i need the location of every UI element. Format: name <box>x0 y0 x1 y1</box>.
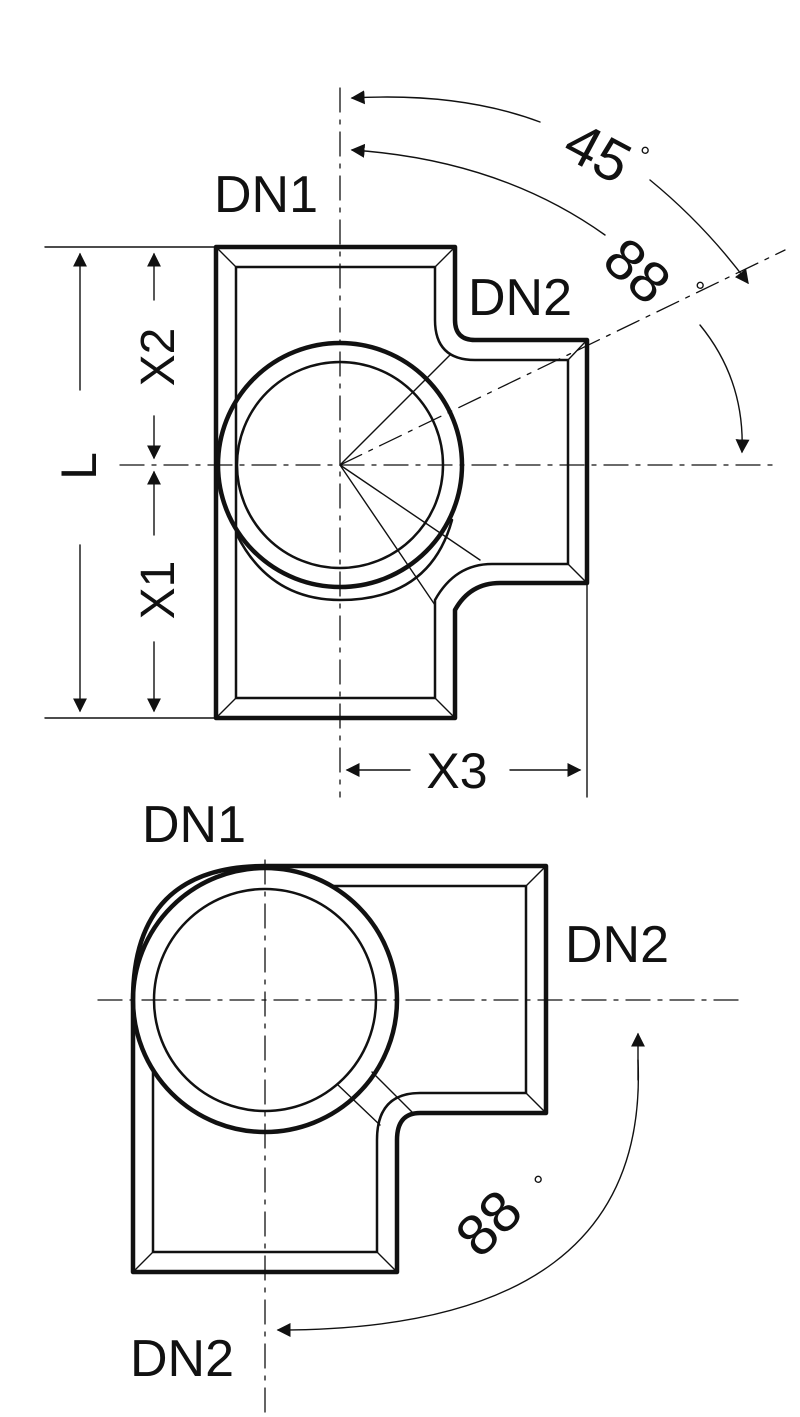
angle-88-arrow-top <box>350 143 606 236</box>
dimension-L-label: L <box>51 452 107 480</box>
bottom-view-dn2-right-label: DN2 <box>565 916 669 974</box>
bottom-view-dn2-bottom-label: DN2 <box>130 1330 234 1388</box>
angle-45-arrow-lower <box>649 179 749 285</box>
bottom-angle-88-arrow <box>276 1059 640 1337</box>
dimension-X2-label: X2 <box>132 328 185 387</box>
top-view-inner-outline <box>234 265 570 700</box>
bottom-view-branch-line-2 <box>371 1071 413 1113</box>
top-view-45-degree-centerline <box>339 249 786 466</box>
bottom-corner-bevel-bottom-left <box>132 1251 154 1273</box>
bottom-view-branch-line-1 <box>337 1084 381 1126</box>
top-view: L X2 X1 X3 DN1 DN2 45 ° 88 ° <box>44 87 786 799</box>
construction-ray-1 <box>339 354 451 466</box>
bottom-angle-88-label: 88 <box>443 1178 535 1270</box>
angle-45-degree-symbol: ° <box>640 141 650 171</box>
construction-ray-2 <box>339 464 481 561</box>
corner-bevel-bottom-left <box>215 697 237 719</box>
angle-45-arrow <box>350 90 541 123</box>
bottom-corner-bevel-right-bottom <box>525 1092 547 1114</box>
angle-88-arrow-bottom <box>699 324 750 454</box>
construction-ray-3 <box>339 464 436 606</box>
angle-88-label: 88 <box>591 225 682 316</box>
corner-bevel-right-bottom <box>567 563 588 584</box>
top-view-dn2-label: DN2 <box>468 269 572 327</box>
dimension-X3-label: X3 <box>426 743 487 799</box>
bottom-view-inner-outline <box>151 884 528 1254</box>
bottom-angle-88-degree-symbol: ° <box>533 1170 543 1200</box>
angle-45-label: 45 <box>554 109 641 197</box>
bottom-view-dn1-label: DN1 <box>142 796 246 854</box>
corner-bevel-top-left <box>215 246 237 268</box>
angle-88-degree-symbol: ° <box>695 276 705 306</box>
top-view-port-shadow-arc <box>235 518 454 602</box>
corner-bevel-top-right <box>434 246 456 268</box>
bottom-corner-bevel-top-right <box>525 865 547 887</box>
corner-bevel-bottom-right <box>434 697 456 719</box>
bottom-view: DN1 DN2 DN2 88 ° <box>97 796 741 1417</box>
bottom-corner-bevel-bottom-right <box>376 1251 398 1273</box>
top-view-dn1-label: DN1 <box>214 166 318 224</box>
dimension-X1-label: X1 <box>132 561 185 620</box>
